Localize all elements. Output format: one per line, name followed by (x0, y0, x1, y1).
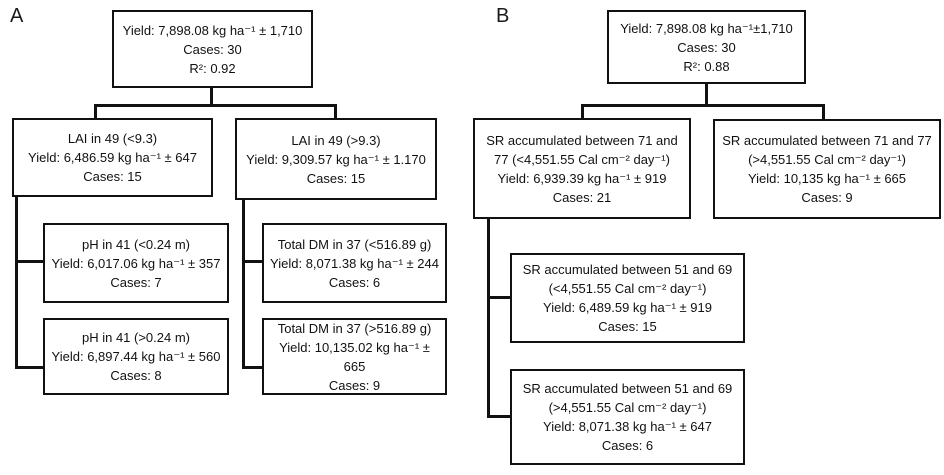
node-split-line: LAI in 49 (>9.3) (291, 132, 381, 148)
tree-node-b-sr5169-high: SR accumulated between 51 and 69 (>4,551… (510, 369, 745, 465)
node-cases-line: Cases: 9 (801, 190, 853, 205)
node-split-line: SR accumulated between 51 and 69 (>4,551… (522, 381, 733, 415)
tree-node-b-sr7177-high: SR accumulated between 71 and 77 (>4,551… (713, 119, 941, 219)
node-yield-line: Yield: 7,898.08 kg ha⁻¹ ± 1,710 (122, 22, 303, 38)
node-split-line: pH in 41 (>0.24 m) (81, 330, 191, 345)
connector-a-right-rail (242, 199, 245, 369)
connector-a-root-stem (210, 88, 213, 107)
node-cases-line: Cases: 15 (598, 319, 657, 334)
connector-a-left-rail (15, 196, 18, 369)
panel-a-label: A (10, 5, 24, 27)
node-cases-line: Cases: 9 (328, 377, 381, 393)
connector-b-root-stem (705, 84, 708, 105)
tree-node-a-ph-high: pH in 41 (>0.24 m) Yield: 6,897.44 kg ha… (43, 318, 229, 395)
node-split-line: Total DM in 37 (<516.89 g) (277, 236, 432, 252)
tree-node-a-ph-low: pH in 41 (<0.24 m) Yield: 6,017.06 kg ha… (43, 223, 229, 303)
connector-b-sr5169-high-elbow (487, 415, 511, 418)
node-r2-line: R²: 0.88 (683, 58, 730, 74)
node-split-line: Total DM in 37 (>516.89 g) (277, 320, 432, 336)
connector-a-dm-low-elbow (242, 260, 263, 263)
node-yield-line: Yield: 6,939.39 kg ha⁻¹ ± 919 (497, 170, 667, 186)
panel-b-label: B (496, 5, 510, 27)
node-cases-line: Cases: 8 (110, 368, 162, 383)
tree-node-a-dm-low: Total DM in 37 (<516.89 g) Yield: 8,071.… (262, 223, 447, 303)
node-split-line: pH in 41 (<0.24 m) (81, 236, 191, 252)
node-cases-line: Cases: 7 (110, 274, 162, 290)
connector-a-dm-high-elbow (242, 366, 263, 369)
node-yield-line: Yield: 8,071.38 kg ha⁻¹ ± 647 (543, 419, 712, 434)
node-cases-line: Cases: 30 (677, 39, 736, 55)
node-split-line: SR accumulated between 71 and 77 (<4,551… (486, 132, 678, 167)
node-yield-line: Yield: 6,486.59 kg ha⁻¹ ± 647 (28, 150, 197, 165)
node-cases-line: Cases: 15 (306, 170, 366, 186)
connector-b-sr5169-low-elbow (487, 296, 511, 299)
connector-a-level1-bar (94, 104, 337, 107)
node-yield-line: Yield: 6,897.44 kg ha⁻¹ ± 560 (51, 349, 221, 364)
node-cases-line: Cases: 6 (328, 274, 381, 290)
node-cases-line: Cases: 15 (83, 169, 142, 184)
node-yield-line: Yield: 8,071.38 kg ha⁻¹ ± 244 (270, 255, 439, 271)
connector-a-ph-high-elbow (15, 366, 44, 369)
tree-node-b-sr7177-low: SR accumulated between 71 and 77 (<4,551… (473, 118, 691, 219)
node-cases-line: Cases: 21 (552, 189, 612, 205)
node-r2-line: R²: 0.92 (189, 60, 236, 76)
node-yield-line: Yield: 10,135 kg ha⁻¹ ± 665 (747, 171, 907, 186)
node-yield-line: Yield: 6,017.06 kg ha⁻¹ ± 357 (51, 255, 221, 271)
connector-a-level1-left-drop (94, 104, 97, 119)
tree-node-a-root: Yield: 7,898.08 kg ha⁻¹ ± 1,710 Cases: 3… (112, 10, 313, 88)
connector-b-level1-left-drop (581, 104, 584, 119)
connector-a-level1-right-drop (334, 104, 337, 119)
node-split-line: SR accumulated between 51 and 69 (<4,551… (522, 262, 733, 296)
tree-node-b-sr5169-low: SR accumulated between 51 and 69 (<4,551… (510, 253, 745, 343)
tree-node-a-lai-low: LAI in 49 (<9.3) Yield: 6,486.59 kg ha⁻¹… (12, 118, 213, 197)
node-yield-line: Yield: 6,489.59 kg ha⁻¹ ± 919 (543, 300, 712, 315)
node-yield-line: Yield: 9,309.57 kg ha⁻¹ ± 1.170 (246, 151, 426, 167)
tree-node-a-dm-high: Total DM in 37 (>516.89 g) Yield: 10,135… (262, 318, 447, 395)
tree-node-a-lai-high: LAI in 49 (>9.3) Yield: 9,309.57 kg ha⁻¹… (235, 118, 437, 200)
node-split-line: LAI in 49 (<9.3) (67, 131, 158, 146)
node-yield-line: Yield: 7,898.08 kg ha⁻¹±1,710 (620, 20, 793, 36)
connector-a-ph-low-elbow (15, 260, 44, 263)
node-split-line: SR accumulated between 71 and 77 (>4,551… (722, 133, 932, 167)
connector-b-left-rail (487, 218, 490, 418)
tree-node-b-root: Yield: 7,898.08 kg ha⁻¹±1,710 Cases: 30 … (607, 10, 806, 84)
node-cases-line: Cases: 6 (601, 438, 654, 453)
node-yield-line: Yield: 10,135.02 kg ha⁻¹ ± 665 (279, 339, 430, 374)
node-cases-line: Cases: 30 (183, 41, 242, 57)
connector-b-level1-right-drop (822, 104, 825, 120)
connector-b-level1-bar (581, 104, 825, 107)
